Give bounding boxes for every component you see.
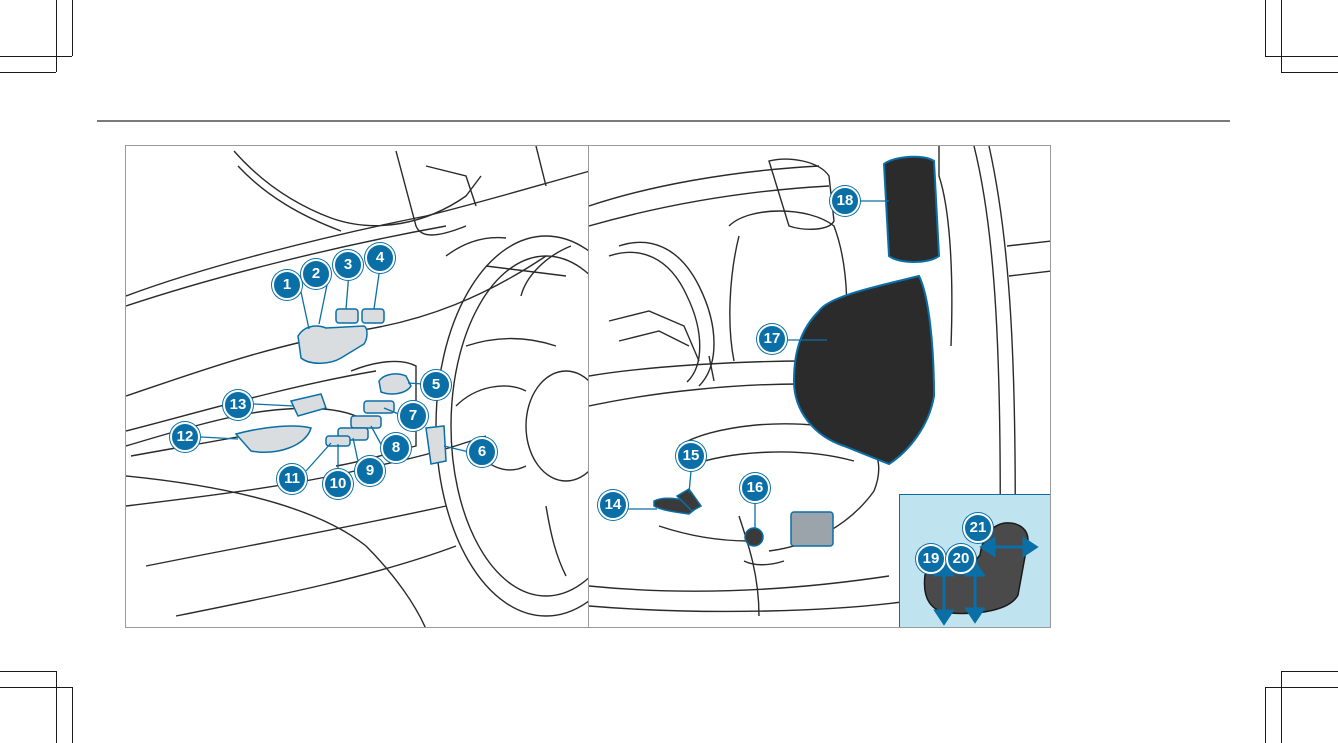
- seat-control-16: [745, 528, 763, 546]
- window-switch-7: [364, 401, 394, 413]
- callout-18: 18: [830, 186, 860, 216]
- door-handle: [236, 426, 311, 452]
- callout-2: 2: [301, 259, 331, 289]
- callout-11: 11: [277, 464, 307, 494]
- callout-16: 16: [740, 473, 770, 503]
- callout-17: 17: [757, 324, 787, 354]
- memory-button-4: [362, 309, 384, 323]
- callout-1: 1: [272, 270, 302, 300]
- callout-10: 10: [323, 469, 353, 499]
- callout-5: 5: [421, 370, 451, 400]
- callout-19: 19: [916, 544, 946, 574]
- seat-headrest: [884, 157, 939, 262]
- callout-20: 20: [946, 544, 976, 574]
- seat-backrest: [794, 276, 934, 464]
- callout-7: 7: [398, 401, 428, 431]
- callout-4: 4: [365, 243, 395, 273]
- mirror-switch: [379, 374, 411, 394]
- window-switch-8: [351, 416, 381, 428]
- memory-button-3: [336, 309, 358, 323]
- door-lock-switch: [291, 394, 326, 416]
- callout-12: 12: [170, 422, 200, 452]
- header-rule: [97, 120, 1230, 122]
- door-controls-illustration: 1 2 3 4 5 6 7 8 9 10 11 12 13: [125, 145, 589, 628]
- callout-6: 6: [467, 437, 497, 467]
- callout-15: 15: [676, 441, 706, 471]
- highlighted-switches: [126, 146, 589, 628]
- callout-8: 8: [381, 433, 411, 463]
- callout-9: 9: [355, 456, 385, 486]
- callout-3: 3: [333, 250, 363, 280]
- seat-adjust-switch: [298, 326, 367, 363]
- seat-control-switch: [791, 512, 833, 546]
- light-switch: [426, 426, 446, 464]
- callout-21: 21: [963, 513, 993, 543]
- callout-14: 14: [598, 490, 628, 520]
- seat-controls-illustration: 14 15 16 17 18 19 20 21: [588, 145, 1051, 628]
- callout-13: 13: [223, 390, 253, 420]
